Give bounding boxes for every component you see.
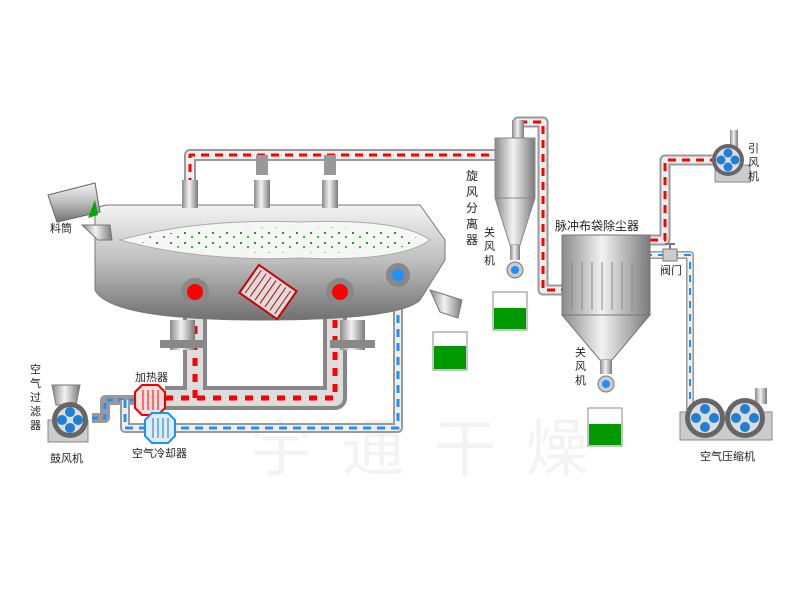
svg-text:风: 风: [748, 156, 759, 169]
blower-label: 鼓风机: [50, 451, 83, 465]
cyclone-label: 旋 风 分 离 器: [466, 169, 478, 247]
product-bin-1: [432, 331, 468, 371]
svg-text:关: 关: [575, 345, 586, 359]
valve[interactable]: [662, 243, 678, 262]
svg-text:空: 空: [30, 362, 41, 376]
svg-text:风: 风: [575, 360, 586, 373]
watermark: 宇通干燥: [250, 412, 618, 485]
feed-hopper: 料筒: [47, 182, 113, 241]
blower: [47, 384, 89, 443]
bag-filter-label: 脉冲布袋除尘器: [555, 218, 639, 233]
svg-text:旋: 旋: [466, 169, 478, 183]
pulse-bag-filter: [560, 234, 652, 447]
hot-air-inlet-2: [332, 284, 348, 300]
heater: [134, 384, 166, 416]
svg-text:器: 器: [30, 419, 41, 432]
svg-text:引: 引: [748, 141, 759, 155]
svg-text:机: 机: [575, 373, 586, 387]
svg-text:风: 风: [484, 240, 495, 253]
valve-label: 阀门: [660, 263, 682, 277]
rotary-valve-1-label: 关 风 机: [484, 225, 495, 267]
air-compressor: [679, 388, 773, 441]
feed-hopper-label: 料筒: [50, 221, 72, 235]
air-cooler-label: 空气冷却器: [132, 446, 187, 460]
svg-text:滤: 滤: [30, 405, 41, 418]
induced-draft-fan: [712, 130, 751, 183]
product-outlet-chute: [429, 289, 463, 319]
svg-text:离: 离: [466, 216, 478, 231]
air-filter-label: 空 气 过 滤 器: [30, 362, 41, 432]
svg-text:机: 机: [748, 169, 759, 183]
fluid-bed-dryer: [94, 180, 463, 350]
svg-text:气: 气: [30, 376, 41, 390]
cold-air-inlet: [392, 269, 404, 281]
rotary-valve-2-label: 关 风 机: [575, 345, 586, 387]
heat-exchanger-element: [238, 263, 298, 321]
svg-text:风: 风: [466, 185, 478, 199]
svg-text:机: 机: [484, 253, 495, 267]
cyclone-separator: [492, 120, 536, 331]
svg-text:关: 关: [484, 225, 495, 239]
svg-text:器: 器: [466, 233, 478, 247]
air-compressor-label: 空气压缩机: [700, 449, 755, 463]
heater-label: 加热器: [135, 371, 168, 384]
svg-text:过: 过: [30, 391, 41, 404]
svg-text:分: 分: [466, 201, 478, 215]
hot-air-inlet-1: [187, 284, 203, 300]
induced-fan-label: 引 风 机: [748, 141, 759, 183]
air-cooler: [144, 412, 176, 444]
